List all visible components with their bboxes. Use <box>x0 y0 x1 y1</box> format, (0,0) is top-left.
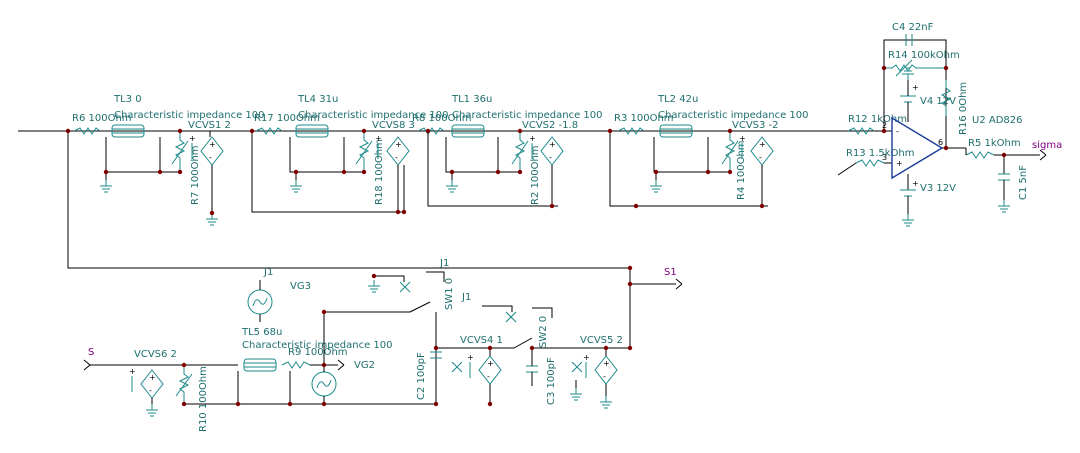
svg-text:+: + <box>912 179 919 188</box>
ground-symbol <box>445 179 459 193</box>
pin-6: 6 <box>938 138 943 147</box>
ground-symbol <box>99 179 113 193</box>
net-s1: S1 <box>664 267 677 278</box>
resistor-r4 <box>724 131 736 172</box>
label-vcvs4: VCVS4 1 <box>460 335 503 346</box>
pin-3: 3 <box>882 153 887 162</box>
label-vcvs3: VCVS3 -2 <box>732 120 779 131</box>
label-r16: R16 0Ohm <box>958 82 969 135</box>
label-r14: R14 100kOhm <box>888 50 960 61</box>
ground-symbol <box>901 213 915 227</box>
label-r12: R12 1kOhm <box>848 114 907 125</box>
label-tl5-impedance: Characteristic impedance 100 <box>242 340 392 351</box>
pin-inverting: - <box>896 127 899 136</box>
label-vg3: VG3 <box>290 281 311 292</box>
resistor-r3 <box>617 127 645 135</box>
vcvs5-source <box>582 352 618 385</box>
ground-symbol <box>599 395 613 409</box>
label-tl1-impedance: Characteristic impedance 100 <box>452 110 602 121</box>
label-tl3-impedance: Characteristic impedance 100 <box>114 110 264 121</box>
vcvs6-source <box>128 366 164 399</box>
label-u2: U2 AD826 <box>972 115 1023 126</box>
label-tl3: TL3 0 <box>113 94 142 105</box>
resistor-r10 <box>178 365 190 404</box>
label-tl2: TL2 42u <box>657 94 698 105</box>
label-vcvs1: VCVS1 2 <box>188 120 231 131</box>
net-s: S <box>88 347 94 358</box>
label-j1-b: J1 <box>439 258 449 269</box>
ground-symbol <box>367 279 381 293</box>
junction-dots <box>65 65 1007 407</box>
label-tl4: TL4 31u <box>297 94 338 105</box>
stage-tl3: R6 100Ohm TL3 0 Characteristic impedance… <box>72 94 264 226</box>
ground-symbol <box>289 179 303 193</box>
tline-tl5 <box>243 358 277 372</box>
resistor-r12 <box>847 127 875 135</box>
label-r5: R5 1kOhm <box>968 138 1021 149</box>
resistor-r5 <box>965 151 995 159</box>
label-vcvs8: VCVS8 3 <box>372 120 415 131</box>
label-r10: R10 100Ohm <box>198 366 209 432</box>
ground-symbol <box>997 199 1011 213</box>
resistor-r8 <box>417 127 445 135</box>
label-sw1: SW1 0 <box>444 278 455 310</box>
label-v3: V3 12V <box>920 183 956 194</box>
label-tl5: TL5 68u <box>241 327 282 338</box>
resistor-r18 <box>358 131 370 172</box>
label-tl1: TL1 36u <box>451 94 492 105</box>
label-r2: R2 100Ohm <box>530 145 541 205</box>
label-j1-c: J1 <box>461 292 471 303</box>
stage-tl4: R17 100Ohm TL4 31u Characteristic impeda… <box>251 94 448 213</box>
label-vcvs6: VCVS6 2 <box>134 349 177 360</box>
resistor-r7 <box>174 131 186 172</box>
label-r3: R3 100Ohm <box>614 113 674 124</box>
label-tl4-impedance: Characteristic impedance 100 <box>298 110 448 121</box>
svg-text:+: + <box>912 83 919 92</box>
ground-symbol <box>145 403 159 417</box>
switch-sw1 <box>409 301 431 313</box>
label-r7: R7 100Ohm <box>190 145 201 205</box>
resistor-r14 <box>884 64 946 72</box>
resistor-r2 <box>514 131 526 172</box>
label-r17: R17 100Ohm <box>254 113 320 124</box>
label-r6: R6 100Ohm <box>72 113 132 124</box>
label-c4: C4 22nF <box>892 22 934 33</box>
stage-tl2: R3 100Ohm TL2 42u Characteristic impedan… <box>609 94 808 207</box>
label-tl2-impedance: Characteristic impedance 100 <box>658 110 808 121</box>
label-r18: R18 100Ohm <box>374 139 385 205</box>
label-c3: C3 100pF <box>546 357 557 405</box>
resistor-r17 <box>255 127 283 135</box>
label-vcvs2: VCVS2 -1.8 <box>522 120 578 131</box>
resistor-r16 <box>940 80 952 116</box>
pin-2: 2 <box>882 121 887 130</box>
label-v4: V4 12V <box>920 96 956 107</box>
vcvs4-source <box>466 352 502 385</box>
net-sigma: sigma <box>1032 140 1062 151</box>
stage-opamp: R12 1kOhm R13 1.5kOhm - + 2 3 6 U2 AD826… <box>837 22 1062 227</box>
label-r8: R8 100Ohm <box>412 113 472 124</box>
ground-symbol <box>569 387 583 401</box>
label-r4: R4 100Ohm <box>736 140 747 200</box>
label-r13: R13 1.5kOhm <box>846 148 915 159</box>
resistor-r9 <box>281 361 311 369</box>
label-j1-a: J1 <box>263 267 273 278</box>
opamp-u2 <box>891 116 944 180</box>
label-vcvs5: VCVS5 2 <box>580 335 623 346</box>
resistor-r6 <box>73 127 101 135</box>
ground-symbol <box>649 179 663 193</box>
stage-tl1: R8 100Ohm TL1 36u Characteristic impedan… <box>412 94 602 207</box>
label-c2: C2 100pF <box>416 352 427 400</box>
label-sw2: SW2 0 <box>538 316 549 348</box>
label-vg2: VG2 <box>354 360 375 371</box>
pin-noninverting: + <box>896 159 903 168</box>
label-c1: C1 5nF <box>1018 165 1029 200</box>
resistor-r13 <box>855 159 885 167</box>
label-r9: R9 100Ohm <box>288 347 348 358</box>
lower-circuit: S VCVS6 2 R10 100Ohm TL5 68u Characteris… <box>83 258 630 432</box>
